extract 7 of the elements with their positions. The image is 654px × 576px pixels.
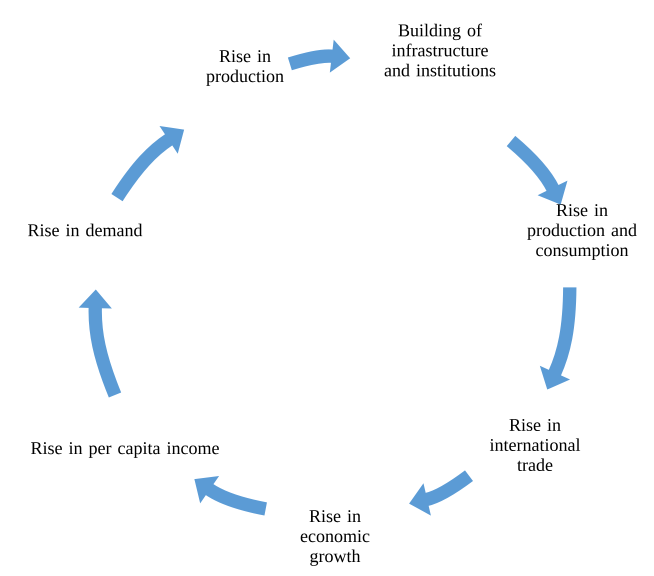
cycle-label: Rise in economic growth [300, 510, 370, 566]
cycle-label: Rise in international trade [490, 418, 580, 472]
cycle-label: Rise in production and consumption [527, 204, 637, 260]
cycle-label: Rise in per capita income [31, 442, 219, 458]
cycle-label: Rise in production [206, 50, 284, 86]
cycle-label: Rise in demand [28, 224, 142, 236]
cycle-label: Building of infrastructure and institutions [384, 24, 496, 76]
